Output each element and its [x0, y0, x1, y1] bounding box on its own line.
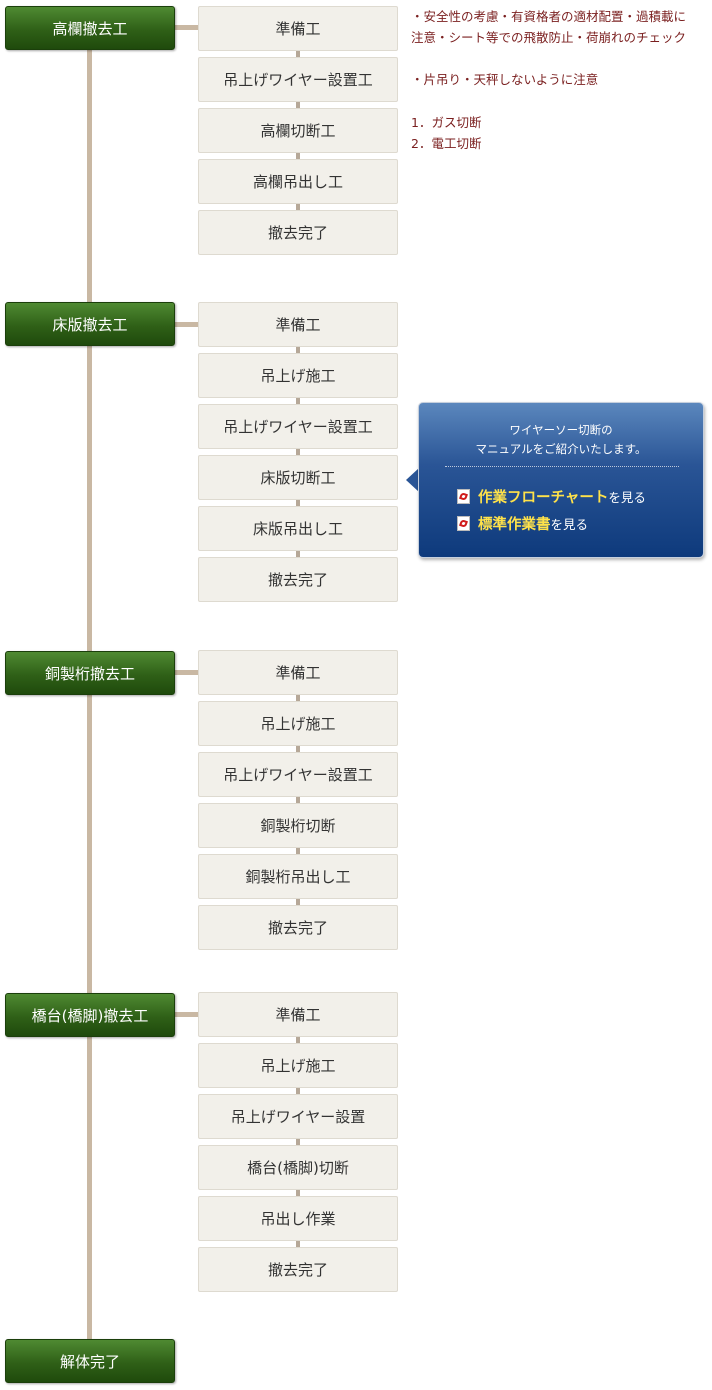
- step-connector: [296, 449, 300, 459]
- pdf-icon: [457, 516, 470, 531]
- step-connector: [296, 797, 300, 807]
- callout-line-1: ワイヤーソー切断の: [509, 423, 613, 437]
- step-connector: [296, 500, 300, 510]
- step-connector: [296, 204, 300, 214]
- manual-callout: ワイヤーソー切断の マニュアルをご紹介いたします。 作業フローチャート を見る …: [418, 402, 704, 558]
- step-connector: [296, 551, 300, 561]
- flowchart-link-suffix[interactable]: を見る: [608, 490, 646, 505]
- step-box: 吊出し作業: [198, 1196, 398, 1241]
- step-box: 橋台(橋脚)切断: [198, 1145, 398, 1190]
- standard-manual-link[interactable]: 標準作業書 を見る: [457, 513, 588, 534]
- stage-connector: [172, 25, 200, 30]
- stage-connector: [172, 322, 200, 327]
- stage-demolition-complete: 解体完了: [5, 1339, 175, 1383]
- step-box: 吊上げ施工: [198, 1043, 398, 1088]
- step-box: 高欄吊出し工: [198, 159, 398, 204]
- callout-pointer: [406, 468, 419, 492]
- stage-connector: [172, 1012, 200, 1017]
- flowchart-link[interactable]: 作業フローチャート を見る: [457, 486, 646, 507]
- step-box: 吊上げワイヤー設置工: [198, 57, 398, 102]
- callout-line-2: マニュアルをご紹介いたします。: [475, 442, 647, 456]
- step-box: 準備工: [198, 650, 398, 695]
- step-box: 高欄切断工: [198, 108, 398, 153]
- step-connector: [296, 102, 300, 112]
- step-box: 撤去完了: [198, 1247, 398, 1292]
- step-box: 床版切断工: [198, 455, 398, 500]
- step-connector: [296, 1088, 300, 1098]
- stage-connector: [172, 670, 200, 675]
- step-box: 吊上げワイヤー設置工: [198, 404, 398, 449]
- step-connector: [296, 899, 300, 909]
- pdf-icon: [457, 489, 470, 504]
- callout-divider: [445, 466, 679, 467]
- step-box: 銅製桁切断: [198, 803, 398, 848]
- step-box: 床版吊出し工: [198, 506, 398, 551]
- step-connector: [296, 1241, 300, 1251]
- step-box: 準備工: [198, 992, 398, 1037]
- step-box: 準備工: [198, 302, 398, 347]
- step-connector: [296, 848, 300, 858]
- step-box: 吊上げワイヤー設置: [198, 1094, 398, 1139]
- stage-abutment-removal: 橋台(橋脚)撤去工: [5, 993, 175, 1037]
- note-gas-cutting: 1．ガス切断: [411, 115, 482, 130]
- note-safety-1: ・安全性の考慮・有資格者の適材配置・過積載に: [411, 9, 687, 24]
- step-box: 撤去完了: [198, 557, 398, 602]
- step-connector: [296, 695, 300, 705]
- note-lifting: ・片吊り・天秤しないように注意: [411, 72, 599, 87]
- step-box: 撤去完了: [198, 905, 398, 950]
- step-box: 吊上げワイヤー設置工: [198, 752, 398, 797]
- step-box: 銅製桁吊出し工: [198, 854, 398, 899]
- step-connector: [296, 398, 300, 408]
- note-safety-2: 注意・シート等での飛散防止・荷崩れのチェック: [411, 30, 687, 45]
- note-electric-cutting: 2．電工切断: [411, 136, 482, 151]
- callout-intro: ワイヤーソー切断の マニュアルをご紹介いたします。: [419, 421, 703, 459]
- step-box: 準備工: [198, 6, 398, 51]
- stage-deck-removal: 床版撤去工: [5, 302, 175, 346]
- flowchart-link-text[interactable]: 作業フローチャート: [478, 490, 609, 506]
- step-connector: [296, 1190, 300, 1200]
- step-box: 吊上げ施工: [198, 353, 398, 398]
- stage-handrail-removal: 高欄撤去工: [5, 6, 175, 50]
- step-box: 撤去完了: [198, 210, 398, 255]
- step-connector: [296, 153, 300, 163]
- step-connector: [296, 347, 300, 357]
- step-connector: [296, 51, 300, 61]
- standard-manual-link-suffix[interactable]: を見る: [550, 517, 589, 532]
- step-connector: [296, 1037, 300, 1047]
- step-box: 吊上げ施工: [198, 701, 398, 746]
- standard-manual-link-text[interactable]: 標準作業書: [478, 517, 551, 533]
- step-connector: [296, 1139, 300, 1149]
- main-flow-line: [87, 40, 92, 1350]
- stage-girder-removal: 銅製桁撤去工: [5, 651, 175, 695]
- step-connector: [296, 746, 300, 756]
